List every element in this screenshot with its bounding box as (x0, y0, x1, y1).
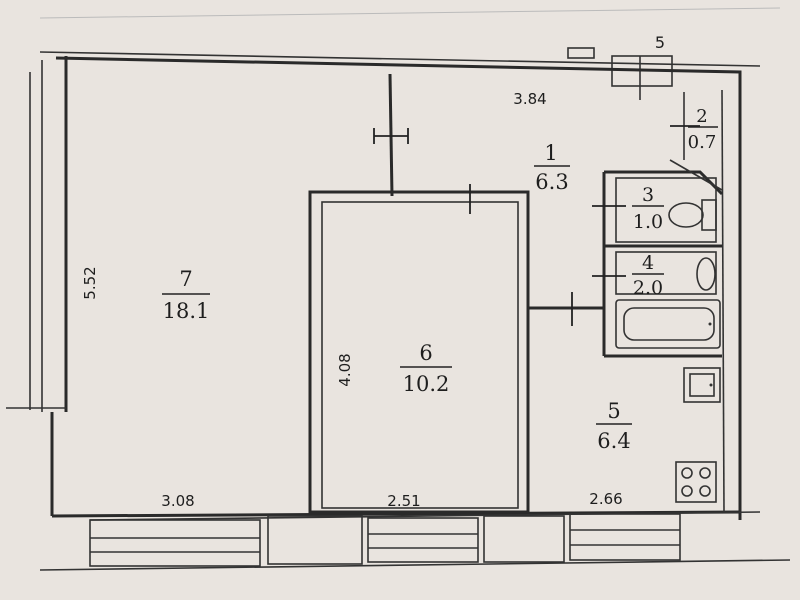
pier-bottom-right (483, 515, 565, 563)
kitchen-sink-drain (709, 383, 713, 387)
room-6-inner (321, 201, 519, 509)
page-fold-line (39, 7, 781, 19)
room-6-area: 10.2 (403, 372, 450, 396)
kitchen-sink-bowl (689, 373, 715, 397)
window-bottom-right (569, 513, 681, 561)
window-bottom-left (89, 519, 261, 567)
right-inner-wall (721, 89, 725, 513)
dim-room6-height: 4.08 (336, 353, 354, 386)
room-2-area: 0.7 (688, 132, 717, 153)
bottom-ground-line (39, 559, 791, 571)
room-6-label: 6 10.2 (400, 341, 452, 396)
dim-bottom-right: 2.66 (589, 490, 622, 508)
room-4-area: 2.0 (633, 277, 663, 299)
building-outline-bottom (51, 510, 741, 518)
room-3-area: 1.0 (633, 211, 663, 233)
toilet-tank (701, 199, 717, 231)
room-7-label: 7 18.1 (162, 267, 210, 323)
bathtub-drain (708, 322, 712, 326)
washbasin (696, 257, 716, 291)
wall-7-1 (388, 73, 394, 197)
dim-bottom-left: 3.08 (161, 492, 194, 510)
room-4-box (615, 251, 717, 295)
room-3-label: 3 1.0 (632, 184, 664, 233)
stove-burner-1 (681, 467, 693, 479)
room-1-area: 6.3 (535, 170, 568, 194)
room-4-label: 4 2.0 (632, 252, 664, 299)
room-1-number: 1 (544, 141, 557, 165)
room-7-number: 7 (179, 267, 192, 291)
dim-bottom-mid: 2.51 (387, 492, 420, 510)
toilet-bowl (668, 202, 704, 228)
room-5-label: 5 6.4 (596, 399, 632, 453)
stove-burner-2 (699, 467, 711, 479)
room-2-diagonal (669, 159, 723, 191)
top-wall-notch (567, 47, 595, 59)
room-6-number: 6 (419, 341, 432, 365)
room-2-number: 2 (696, 106, 707, 127)
room-6-outer (308, 190, 530, 514)
room-7-area: 18.1 (163, 299, 210, 323)
dim-top-corner: 5 (655, 33, 665, 52)
dim-left-height: 5.52 (81, 266, 99, 299)
window-bottom-mid (367, 517, 479, 563)
building-outline-top (55, 56, 742, 520)
room-5-number: 5 (607, 399, 620, 423)
dim-top-hall: 3.84 (513, 90, 546, 108)
stove-burner-4 (699, 485, 711, 497)
room-2-label: 2 0.7 (688, 106, 718, 153)
bathtub (615, 299, 721, 349)
pier-bottom-left (267, 515, 363, 565)
room-3-number: 3 (642, 184, 654, 206)
stove (675, 461, 717, 503)
room-5-area: 6.4 (597, 429, 630, 453)
kitchen-sink (683, 367, 721, 403)
bath-block-top (604, 170, 724, 196)
bathtub-inner (623, 307, 715, 341)
stove-burner-3 (681, 485, 693, 497)
room-1-label: 1 6.3 (534, 141, 570, 194)
room-4-number: 4 (642, 252, 654, 274)
